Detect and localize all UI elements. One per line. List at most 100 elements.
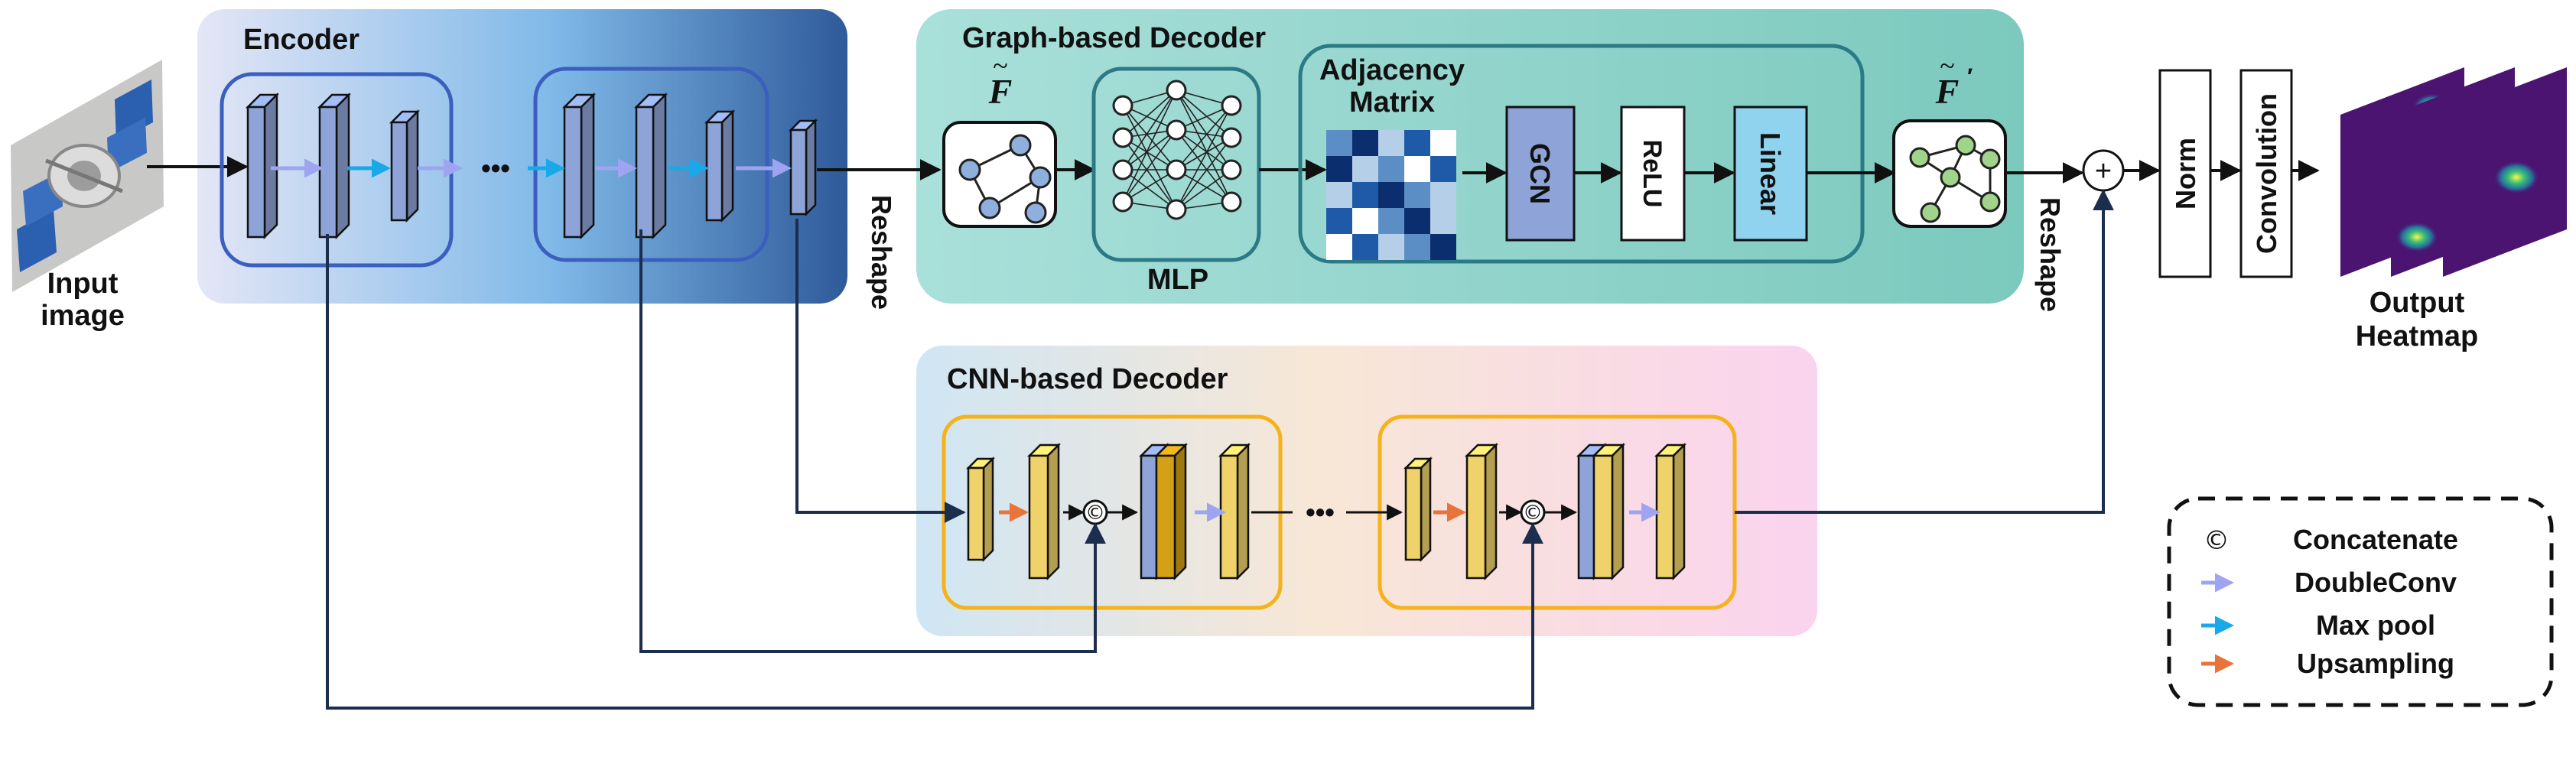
decoder-feature-block (1403, 456, 1433, 563)
skip-connection-2 (639, 229, 1106, 653)
mlp-connection (1122, 169, 1177, 210)
adjacency-cell (1430, 234, 1456, 260)
adjacency-cell (1352, 234, 1378, 260)
mlp-connection (1122, 169, 1177, 203)
adjacency-cell (1404, 208, 1430, 234)
encoder-group-2 (533, 67, 769, 262)
adjacency-group-box (1298, 44, 1865, 264)
encoder-blocks (245, 92, 818, 240)
mlp-neuron (1221, 127, 1242, 148)
encoder-feature-block (245, 92, 280, 240)
adjacency-cell (1326, 234, 1352, 260)
f-prime-label: F (1935, 72, 1960, 111)
mlp-neuron (1112, 127, 1134, 148)
encoder-panel (197, 9, 847, 304)
encoder-ellipsis: ••• (481, 152, 510, 184)
norm-box (2158, 69, 2212, 278)
reshape-label-2: Reshape (2034, 197, 2066, 312)
output-label-line2: Heatmap (2356, 320, 2479, 353)
mlp-network (1112, 80, 1242, 220)
graph-node (1955, 135, 1976, 156)
cnn-ellipsis: ••• (1306, 496, 1335, 528)
skip-connection-1 (326, 234, 1543, 710)
convolution-box (2239, 69, 2293, 278)
mlp-neuron (1221, 95, 1242, 116)
linear-box (1733, 106, 1808, 242)
graph-node (1979, 148, 2001, 170)
graph-decoder-title: Graph-based Decoder (962, 22, 1266, 54)
mlp-connection (1122, 129, 1177, 171)
mlp-neuron (1221, 191, 1242, 213)
mlp-connection (1176, 169, 1232, 203)
encoder-feature-block (389, 109, 421, 223)
legend-box (2167, 496, 2554, 707)
encoder-feature-block (561, 92, 597, 240)
decoder-feature-block (1591, 442, 1626, 581)
relu-label: ReLU (1638, 140, 1667, 208)
output-heatmaps (2340, 67, 2567, 277)
input-graph (958, 134, 1052, 224)
encoder-title: Encoder (243, 24, 359, 56)
graph-node (1979, 191, 2001, 213)
mlp-connection (1122, 89, 1177, 171)
cnn-decoder-blocks (965, 442, 1687, 581)
mlp-connection (1122, 89, 1177, 203)
adjacency-cell (1404, 234, 1430, 260)
input-label-line2: image (41, 300, 125, 332)
reshape-label-1: Reshape (866, 195, 897, 310)
mlp-neuron (1166, 80, 1187, 101)
mlp-connection (1176, 137, 1232, 171)
output-label-line1: Output (2369, 287, 2465, 319)
decoder-feature-block (1218, 442, 1251, 581)
encoder-feature-block (317, 92, 352, 240)
encoder-feature-block (633, 92, 668, 240)
graph-node (1940, 167, 1961, 188)
mlp-connection (1176, 105, 1232, 210)
plus-symbol: + (2095, 155, 2112, 187)
graph-node (1909, 147, 1930, 168)
mlp-connection (1122, 129, 1177, 203)
mlp-neuron (1112, 191, 1134, 213)
cnn-decoder-title: CNN-based Decoder (947, 363, 1228, 395)
mlp-neuron (1166, 119, 1187, 141)
mlp-neuron (1112, 95, 1134, 116)
adjacency-label-line1: Adjacency (1319, 54, 1465, 86)
mlp-neuron (1112, 159, 1134, 180)
graph-node (978, 197, 1001, 219)
f-prime-tilde: ~ (1940, 50, 1954, 81)
graph-node (958, 158, 981, 181)
legend-upsampling-label: Upsampling (2297, 648, 2454, 679)
adjacency-cell (1326, 156, 1352, 182)
adjacency-cell (1352, 208, 1378, 234)
legend-maxpool-label: Max pool (2316, 609, 2435, 641)
decoder-feature-block (1026, 442, 1062, 581)
cnn-to-sum-arrow (1735, 189, 2114, 514)
concat-symbol-2: © (1523, 502, 1543, 525)
decoder-feature-block (1464, 442, 1499, 581)
legend-concat-symbol: © (2204, 525, 2230, 556)
mlp-connection (1122, 137, 1177, 210)
mlp-connection (1176, 89, 1232, 203)
f-tilde: ~ (993, 50, 1007, 81)
encoder-feature-block (788, 118, 818, 217)
mlp-neuron (1166, 159, 1187, 180)
adjacency-cell (1378, 234, 1404, 260)
adjacency-cell (1352, 182, 1378, 208)
adjacency-matrix-heatmap (1326, 130, 1456, 260)
graph-node (1029, 166, 1052, 189)
decoder-feature-block (1654, 442, 1687, 581)
encoder-feature-block (704, 109, 736, 223)
adjacency-cell (1430, 182, 1456, 208)
adjacency-cell (1378, 208, 1404, 234)
mlp-connection (1122, 137, 1177, 171)
mlp-neuron (1221, 159, 1242, 180)
linear-label: Linear (1755, 132, 1786, 215)
adjacency-cell (1404, 130, 1430, 156)
mlp-connection (1176, 89, 1232, 138)
input-satellite-image (11, 60, 164, 292)
adjacency-cell (1326, 182, 1352, 208)
mlp-connection (1176, 105, 1232, 171)
mlp-connection (1176, 169, 1232, 210)
mlp-neuron (1166, 199, 1187, 220)
